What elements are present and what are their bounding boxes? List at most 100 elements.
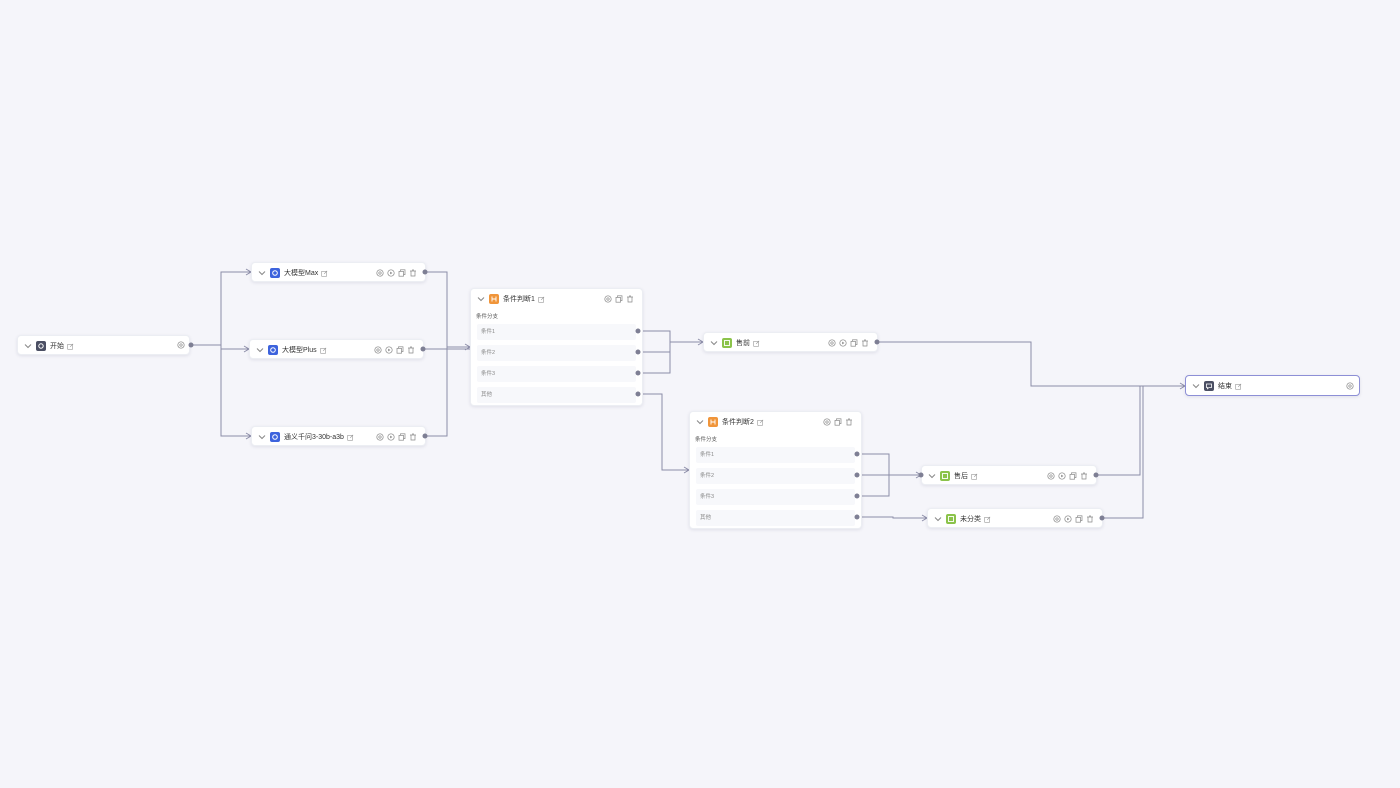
chevron-down-icon[interactable] bbox=[934, 515, 942, 523]
edge-start-llm-plus bbox=[192, 344, 249, 350]
output-port[interactable] bbox=[1093, 472, 1099, 478]
output-port[interactable] bbox=[854, 472, 860, 478]
edit-icon[interactable] bbox=[757, 419, 764, 426]
edit-icon[interactable] bbox=[971, 473, 978, 480]
node-unclassified[interactable]: 未分类 bbox=[927, 508, 1103, 528]
reply-icon bbox=[722, 338, 732, 348]
edit-icon[interactable] bbox=[984, 516, 991, 523]
end-icon bbox=[1204, 381, 1214, 391]
output-port[interactable] bbox=[635, 370, 641, 376]
node-presale[interactable]: 售前 bbox=[703, 332, 878, 352]
output-port[interactable] bbox=[635, 391, 641, 397]
node-title: 通义千问3-30b-a3b bbox=[284, 434, 344, 441]
delete-icon[interactable] bbox=[1080, 472, 1088, 480]
output-port[interactable] bbox=[1099, 515, 1105, 521]
output-port[interactable] bbox=[188, 342, 194, 348]
chevron-down-icon[interactable] bbox=[24, 342, 32, 350]
chevron-down-icon[interactable] bbox=[928, 472, 936, 480]
output-port[interactable] bbox=[420, 346, 426, 352]
delete-icon[interactable] bbox=[1086, 515, 1094, 523]
delete-icon[interactable] bbox=[409, 433, 417, 441]
copy-icon[interactable] bbox=[615, 295, 623, 303]
copy-icon[interactable] bbox=[834, 418, 842, 426]
run-icon[interactable] bbox=[387, 433, 395, 441]
chevron-down-icon[interactable] bbox=[258, 269, 266, 277]
edit-icon[interactable] bbox=[347, 434, 354, 441]
chevron-down-icon[interactable] bbox=[256, 346, 264, 354]
node-start[interactable]: 开始 bbox=[17, 335, 190, 355]
settings-icon[interactable] bbox=[374, 346, 382, 354]
delete-icon[interactable] bbox=[626, 295, 634, 303]
edit-icon[interactable] bbox=[753, 340, 760, 347]
settings-icon[interactable] bbox=[177, 341, 185, 349]
delete-icon[interactable] bbox=[861, 339, 869, 347]
condition-row[interactable]: 条件2 bbox=[477, 345, 636, 361]
edit-icon[interactable] bbox=[67, 343, 74, 350]
output-port[interactable] bbox=[635, 349, 641, 355]
run-icon[interactable] bbox=[1058, 472, 1066, 480]
chevron-down-icon[interactable] bbox=[1192, 382, 1200, 390]
settings-icon[interactable] bbox=[1346, 382, 1354, 390]
condition-row[interactable]: 其他 bbox=[696, 510, 855, 526]
copy-icon[interactable] bbox=[398, 433, 406, 441]
run-icon[interactable] bbox=[1064, 515, 1072, 523]
edge-cond2-other-unclassified bbox=[862, 516, 927, 519]
edge-unclassified-end bbox=[1103, 385, 1185, 519]
chevron-down-icon[interactable] bbox=[710, 339, 718, 347]
node-aftersale[interactable]: 售后 bbox=[921, 465, 1097, 485]
copy-icon[interactable] bbox=[1075, 515, 1083, 523]
node-condition-1[interactable]: 条件判断1 条件分支 条件1 条件2 条件3 其他 bbox=[470, 288, 643, 406]
chevron-down-icon[interactable] bbox=[258, 433, 266, 441]
edge-cond1-c2-presale bbox=[639, 341, 703, 353]
delete-icon[interactable] bbox=[407, 346, 415, 354]
chevron-down-icon[interactable] bbox=[696, 418, 704, 426]
edit-icon[interactable] bbox=[320, 347, 327, 354]
settings-icon[interactable] bbox=[823, 418, 831, 426]
output-port[interactable] bbox=[422, 433, 428, 439]
node-end[interactable]: 结束 bbox=[1185, 375, 1360, 396]
output-port[interactable] bbox=[854, 514, 860, 520]
copy-icon[interactable] bbox=[396, 346, 404, 354]
edge-cond1-c1-presale bbox=[639, 330, 703, 343]
run-icon[interactable] bbox=[387, 269, 395, 277]
run-icon[interactable] bbox=[839, 339, 847, 347]
node-llm-plus[interactable]: 大模型Plus bbox=[249, 339, 424, 359]
condition-row[interactable]: 条件2 bbox=[696, 468, 855, 484]
node-llm-qwen[interactable]: 通义千问3-30b-a3b bbox=[251, 426, 426, 446]
output-port[interactable] bbox=[422, 269, 428, 275]
edit-icon[interactable] bbox=[1235, 383, 1242, 390]
copy-icon[interactable] bbox=[398, 269, 406, 277]
edge-llm-qwen-cond1 bbox=[426, 346, 470, 437]
delete-icon[interactable] bbox=[845, 418, 853, 426]
settings-icon[interactable] bbox=[1047, 472, 1055, 480]
settings-icon[interactable] bbox=[376, 269, 384, 277]
edit-icon[interactable] bbox=[321, 270, 328, 277]
settings-icon[interactable] bbox=[604, 295, 612, 303]
reply-icon bbox=[946, 514, 956, 524]
node-llm-max[interactable]: 大模型Max bbox=[251, 262, 426, 282]
output-port[interactable] bbox=[874, 339, 880, 345]
copy-icon[interactable] bbox=[850, 339, 858, 347]
condition-row[interactable]: 其他 bbox=[477, 387, 636, 403]
branch-icon bbox=[708, 417, 718, 427]
edit-icon[interactable] bbox=[538, 296, 545, 303]
settings-icon[interactable] bbox=[376, 433, 384, 441]
condition-row[interactable]: 条件3 bbox=[477, 366, 636, 382]
copy-icon[interactable] bbox=[1069, 472, 1077, 480]
output-port[interactable] bbox=[854, 493, 860, 499]
settings-icon[interactable] bbox=[1053, 515, 1061, 523]
run-icon[interactable] bbox=[385, 346, 393, 354]
condition-row[interactable]: 条件1 bbox=[696, 447, 855, 463]
delete-icon[interactable] bbox=[409, 269, 417, 277]
branch-icon bbox=[489, 294, 499, 304]
chevron-down-icon[interactable] bbox=[477, 295, 485, 303]
node-condition-2[interactable]: 条件判断2 条件分支 条件1 条件2 条件3 其他 bbox=[689, 411, 862, 529]
settings-icon[interactable] bbox=[828, 339, 836, 347]
condition-row[interactable]: 条件3 bbox=[696, 489, 855, 505]
edge-cond2-c3-aftersale bbox=[858, 474, 921, 497]
node-title: 大模型Max bbox=[284, 270, 319, 277]
output-port[interactable] bbox=[854, 451, 860, 457]
output-port[interactable] bbox=[635, 328, 641, 334]
condition-row[interactable]: 条件1 bbox=[477, 324, 636, 340]
input-port[interactable] bbox=[918, 472, 924, 478]
